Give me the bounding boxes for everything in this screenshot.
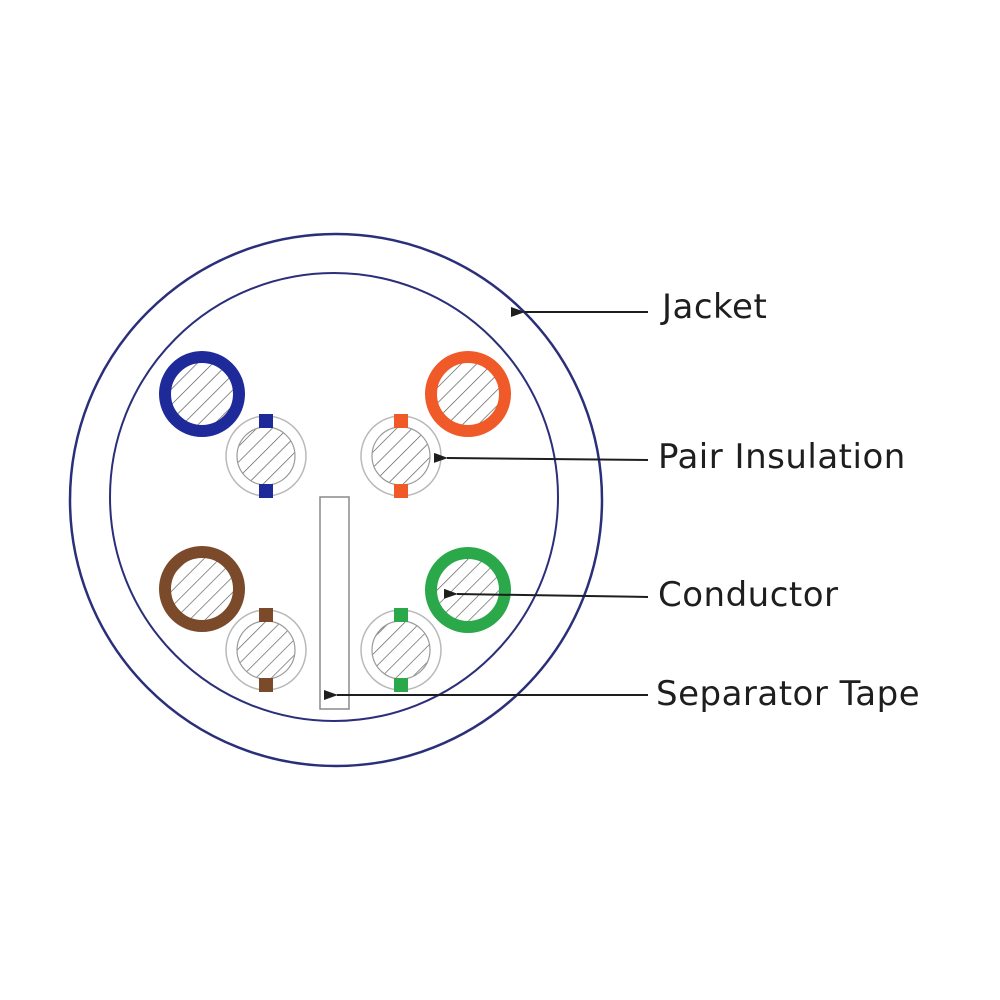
pair-insulation-arrow (433, 452, 649, 463)
pair-insulation-label: Pair Insulation (658, 437, 906, 477)
conductor-label: Conductor (658, 575, 839, 615)
jacket-inner (109, 272, 559, 722)
blue-solid-conductor (159, 351, 245, 437)
green-solid-conductor (425, 547, 511, 633)
blue-stripe-bottom (259, 484, 273, 498)
brown-stripe-top (259, 608, 273, 622)
jacket-label: Jacket (662, 287, 768, 327)
orange-stripe-bottom (394, 484, 408, 498)
conductor-arrow (443, 588, 649, 599)
blue-pair (159, 351, 307, 498)
brown-stripe-bottom (259, 678, 273, 692)
orange-pair (360, 351, 511, 498)
brown-pair (159, 546, 307, 692)
jacket-outer (68, 232, 604, 768)
green-stripe-top (394, 608, 408, 622)
green-pair (360, 547, 511, 692)
separator-tape-label: Separator Tape (656, 674, 921, 714)
separator-tape (319, 496, 350, 710)
blue-stripe-top (259, 414, 273, 428)
brown-solid-conductor (159, 546, 245, 632)
orange-stripe-top (394, 414, 408, 428)
green-stripe-bottom (394, 678, 408, 692)
orange-solid-conductor (425, 351, 511, 437)
